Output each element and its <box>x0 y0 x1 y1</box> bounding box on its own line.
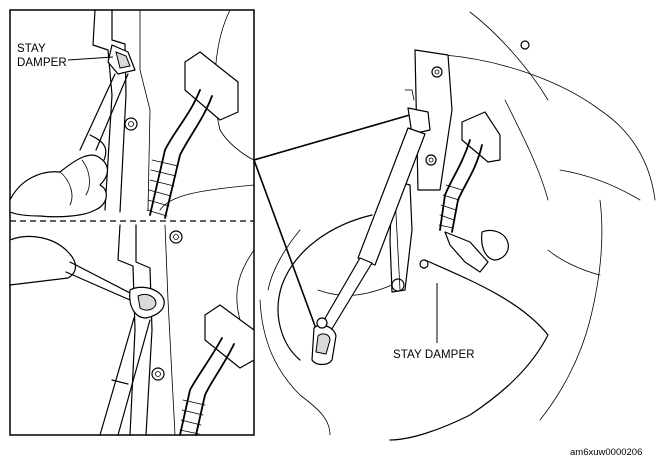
grommet-pad-bottom <box>204 304 255 369</box>
inset-label-line2: DAMPER <box>17 57 67 69</box>
stay-damper-icon <box>311 107 431 366</box>
hose-top-icon <box>146 89 213 219</box>
hose-bottom-icon <box>179 337 235 436</box>
inset-label-leader <box>67 56 114 61</box>
hinge-plate-icon <box>404 49 453 191</box>
stay-damper-label: STAY DAMPER <box>393 349 475 361</box>
hand-top-icon <box>9 154 109 218</box>
inset-panel <box>9 9 255 436</box>
hose-main-icon <box>438 111 509 273</box>
bracket-bolt-icon <box>124 117 138 131</box>
main-view <box>259 11 656 441</box>
damper-bottom-end-icon <box>99 286 165 436</box>
grommet-pad <box>184 51 239 121</box>
body-hole-icon <box>520 40 530 50</box>
figure-code: am6xuw0000206 <box>570 447 642 458</box>
screwdriver-icon <box>9 235 133 301</box>
inset-top-body <box>9 9 255 219</box>
zoom-guide-lines <box>253 111 421 346</box>
inset-bottom-body <box>9 224 255 436</box>
damper-top-end-icon <box>79 44 136 161</box>
inset-label-line1: STAY <box>17 43 46 55</box>
arch-outline <box>277 214 373 361</box>
bracket-bolt-bottom-icon <box>151 230 183 381</box>
